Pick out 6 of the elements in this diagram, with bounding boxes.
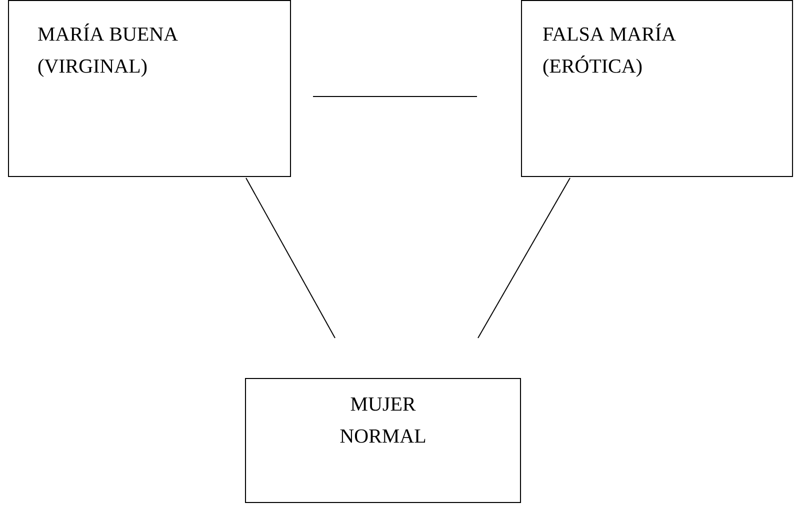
text-box: MARÍA BUENA (VIRGINAL) (8, 0, 291, 177)
text-box: MUJER NORMAL (245, 378, 521, 503)
text-box: FALSA MARÍA (ERÓTICA) (521, 0, 794, 177)
connector-line (246, 178, 336, 338)
connector-line (478, 178, 570, 338)
connector-line (312, 96, 478, 97)
